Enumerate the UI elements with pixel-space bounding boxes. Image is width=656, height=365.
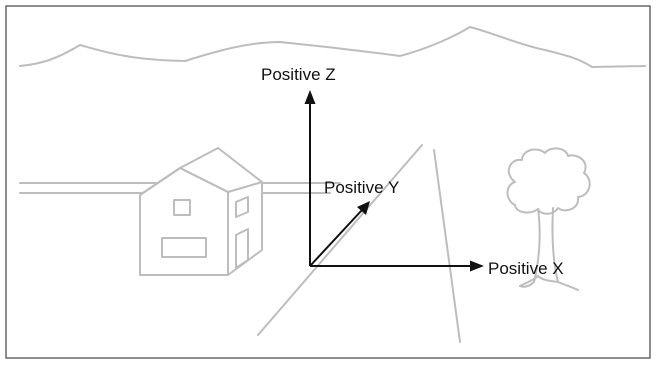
house-upper-window xyxy=(173,199,191,216)
y-axis-line xyxy=(309,209,363,267)
house-door xyxy=(235,228,249,269)
horizon-road xyxy=(19,182,341,194)
mountain-ridge xyxy=(19,26,646,68)
tree-canopy xyxy=(506,147,591,215)
y-axis-arrowhead xyxy=(357,201,370,215)
road-lines xyxy=(257,144,461,343)
x-axis-label: Positive X xyxy=(488,259,564,278)
tree-illustration xyxy=(506,147,591,291)
house-roof xyxy=(139,147,263,196)
house-lower-window xyxy=(161,237,207,258)
y-axis-label: Positive Y xyxy=(324,178,399,197)
house-side-window xyxy=(235,196,249,218)
z-axis-label: Positive Z xyxy=(261,65,336,84)
house-illustration xyxy=(139,147,263,276)
x-axis-arrowhead xyxy=(470,260,484,272)
tree-trunk xyxy=(519,207,579,291)
z-axis-arrowhead xyxy=(304,90,316,104)
coordinate-axes xyxy=(304,90,484,272)
